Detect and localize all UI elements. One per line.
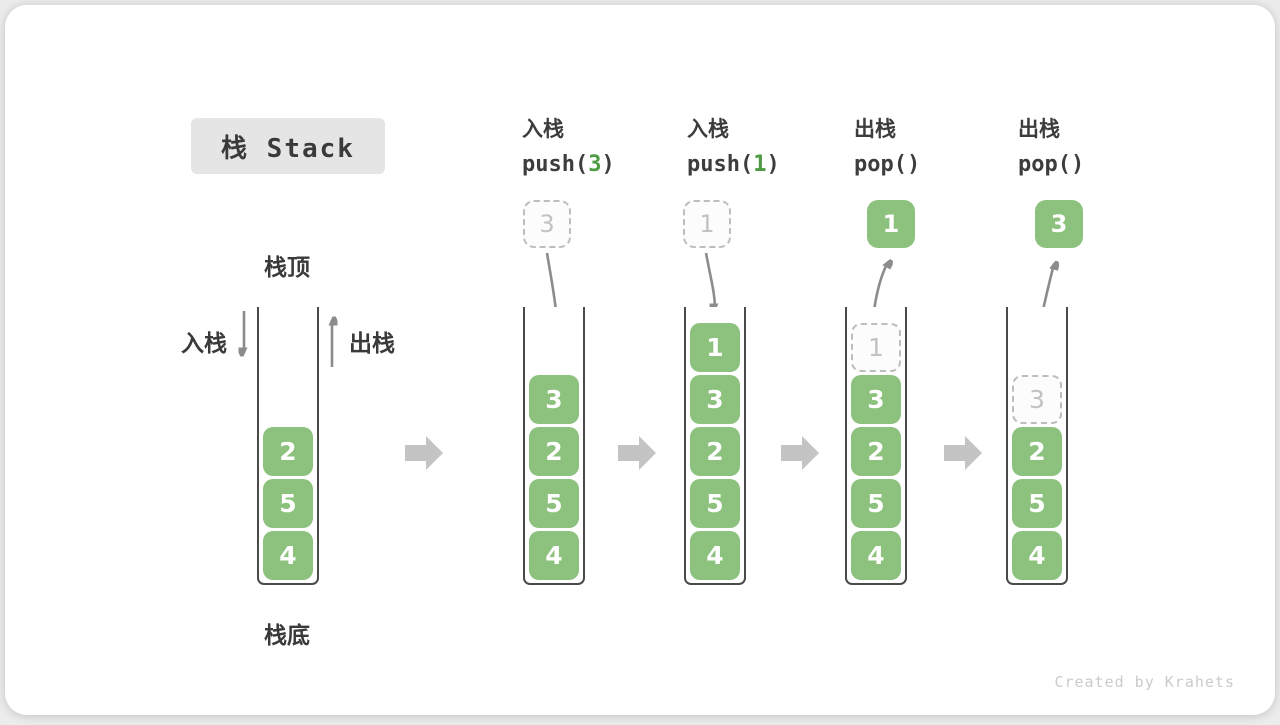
- step-header-pop-3: 出栈 pop(): [1018, 113, 1084, 177]
- stack-top-label: 栈顶: [264, 254, 310, 280]
- diagram-title: 栈 Stack: [191, 118, 385, 174]
- stack-cell: 2: [263, 427, 313, 476]
- stack-cell-ghost: 1: [851, 323, 901, 372]
- code-suffix: ): [766, 152, 780, 177]
- stack-cell: 2: [1012, 427, 1062, 476]
- stack-bottom-label: 栈底: [264, 622, 310, 648]
- op-label: 出栈: [854, 118, 896, 141]
- step-header-push-1: 入栈 push(1): [687, 113, 780, 177]
- step-arrow-icon: [781, 436, 819, 470]
- stack-initial: 2 5 4: [257, 307, 319, 585]
- code-prefix: push(: [687, 152, 754, 177]
- diagram-card: 栈 Stack 栈顶 栈底 入栈 出栈 入栈 push(3) 入栈 push(1…: [5, 5, 1275, 715]
- stack-cell: 3: [529, 375, 579, 424]
- op-label: 出栈: [1018, 118, 1060, 141]
- op-label: 入栈: [687, 118, 729, 141]
- code-suffix: ): [601, 152, 615, 177]
- op-code: push(3): [522, 152, 615, 177]
- stack-cell: 1: [690, 323, 740, 372]
- thin-arrows-layer: [5, 252, 1280, 367]
- code-suffix: ): [1070, 152, 1085, 177]
- stack-after-pop-1: 1 3 2 5 4: [845, 307, 907, 585]
- code-arg: 1: [753, 152, 767, 177]
- op-code: pop(): [854, 152, 920, 177]
- stack-cell: 2: [851, 427, 901, 476]
- step-arrow-icon: [944, 436, 982, 470]
- stack-cell: 4: [851, 531, 901, 580]
- stack-cell: 4: [1012, 531, 1062, 580]
- credit-text: Created by Krahets: [1054, 673, 1235, 691]
- stack-after-pop-3: 3 2 5 4: [1006, 307, 1068, 585]
- push-side-label: 入栈: [181, 330, 227, 356]
- stack-cell: 5: [263, 479, 313, 528]
- op-code: pop(): [1018, 152, 1084, 177]
- code-suffix: ): [906, 152, 921, 177]
- stack-cell: 4: [690, 531, 740, 580]
- stack-cell: 4: [263, 531, 313, 580]
- stack-cell: 5: [529, 479, 579, 528]
- code-arg: 3: [588, 152, 602, 177]
- stack-cell-ghost: 3: [1012, 375, 1062, 424]
- push-1-arrow-icon: [704, 252, 715, 309]
- op-label: 入栈: [522, 118, 564, 141]
- stack-after-push-1: 1 3 2 5 4: [684, 307, 746, 585]
- stack-cell: 2: [529, 427, 579, 476]
- stack-cell: 5: [1012, 479, 1062, 528]
- popped-value-box: 1: [867, 200, 915, 248]
- step-arrow-icon: [618, 436, 656, 470]
- incoming-value-box: 1: [683, 200, 731, 248]
- stack-cell: 2: [690, 427, 740, 476]
- stack-after-push-3: 3 2 5 4: [523, 307, 585, 585]
- stack-cell: 4: [529, 531, 579, 580]
- step-arrow-icon: [405, 436, 443, 470]
- stack-cell: 5: [690, 479, 740, 528]
- stack-cell: 5: [851, 479, 901, 528]
- stack-cell: 3: [690, 375, 740, 424]
- popped-value-box: 3: [1035, 200, 1083, 248]
- code-prefix: push(: [522, 152, 589, 177]
- pop-side-label: 出栈: [349, 330, 395, 356]
- stack-cell: 3: [851, 375, 901, 424]
- op-code: push(1): [687, 152, 780, 177]
- incoming-value-box: 3: [523, 200, 571, 248]
- code-prefix: pop(: [1018, 152, 1071, 177]
- code-prefix: pop(: [854, 152, 907, 177]
- step-header-push-3: 入栈 push(3): [522, 113, 615, 177]
- step-header-pop-1: 出栈 pop(): [854, 113, 920, 177]
